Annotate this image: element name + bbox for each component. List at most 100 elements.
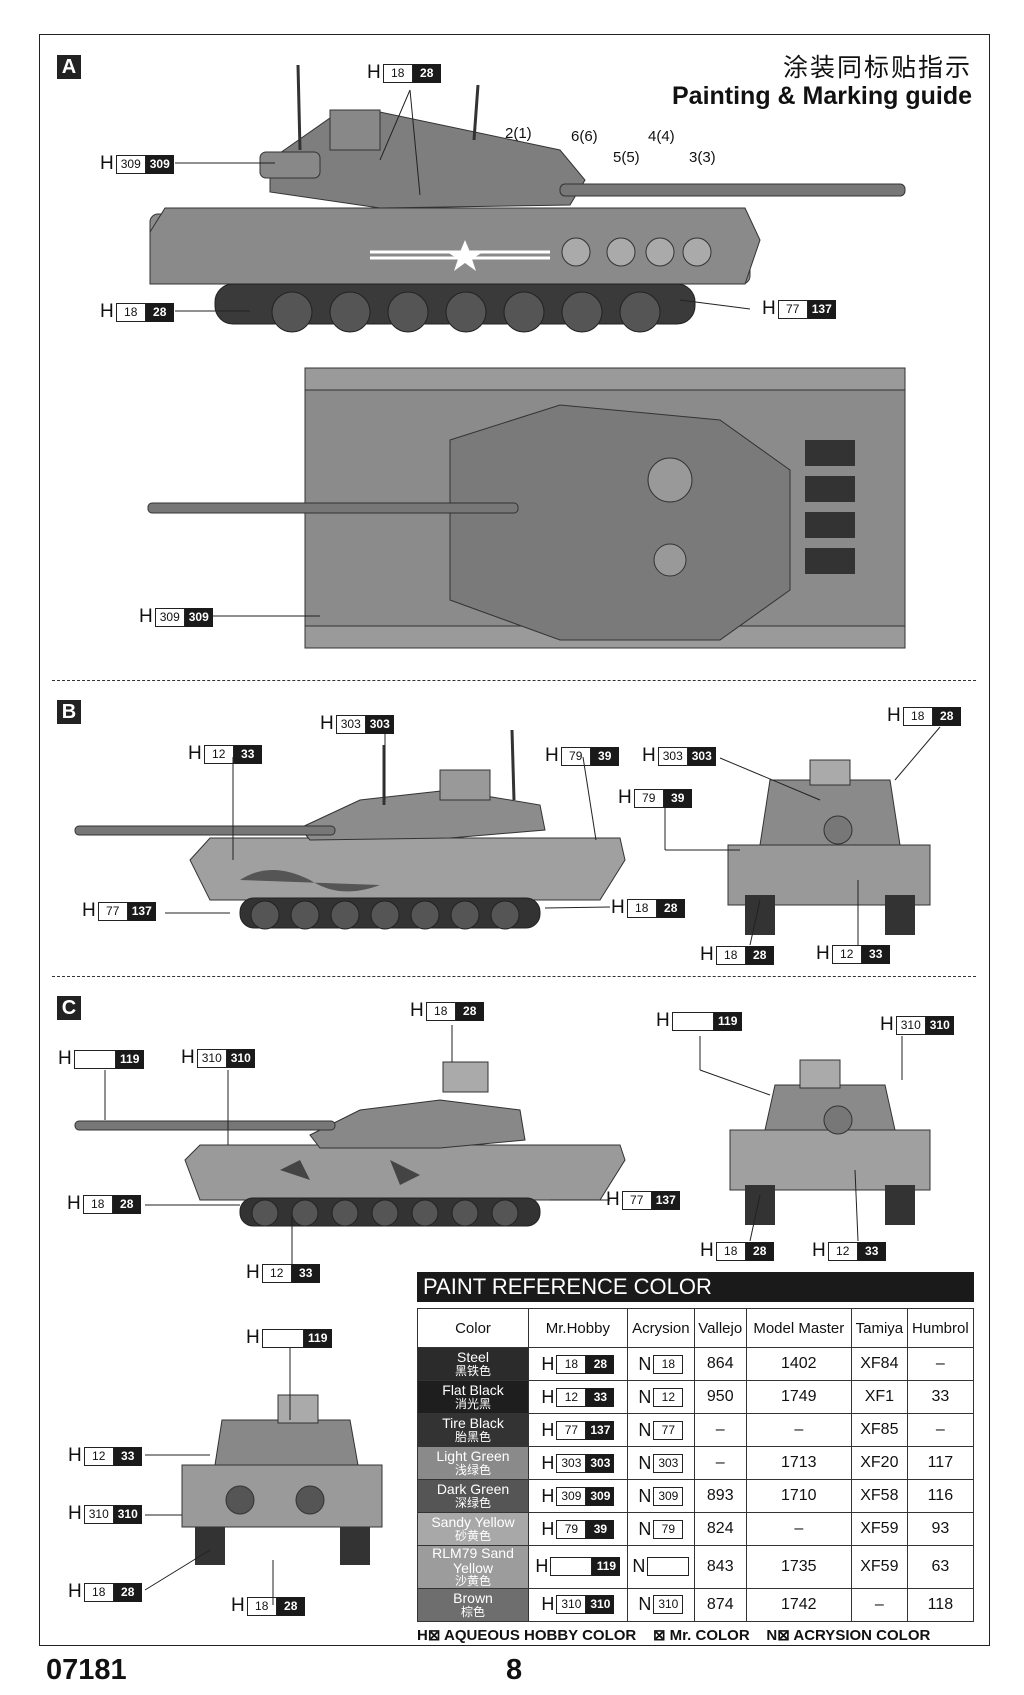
n-code: 303 [653,1453,684,1473]
humbrol-cell: – [906,1347,975,1381]
humbrol-cell: – [906,1413,975,1447]
n-prefix: N [638,1485,652,1506]
vallejo-cell: – [693,1446,747,1480]
color-name-en: Brown [453,1590,493,1607]
humbrol-cell: 116 [906,1479,975,1513]
marking-4-4: 4(4) [648,128,675,145]
n-prefix: N [638,1452,652,1473]
acrysion-cell: N [626,1545,695,1589]
marking-6-6: 6(6) [571,128,598,145]
n-code: 18 [653,1354,684,1374]
h-code-dark: 33 [586,1387,615,1407]
tamiya-cell: XF59 [851,1512,908,1546]
mm-cell: 1749 [745,1380,853,1414]
paint-reference-title: PAINT REFERENCE COLOR [417,1272,974,1302]
h-prefix: H [541,1485,555,1506]
n-code: 12 [653,1387,684,1407]
vallejo-cell: 950 [693,1380,747,1414]
mm-cell: 1402 [745,1347,853,1381]
tamiya-cell: – [851,1587,908,1622]
product-code: 07181 [46,1654,127,1686]
vallejo-cell: 864 [693,1347,747,1381]
n-code [647,1557,690,1577]
color-name-en: Flat Black [442,1382,504,1399]
header-cell: Acrysion [626,1308,695,1348]
marking-2-1: 2(1) [505,125,532,142]
legend-mr-color: ⊠ Mr. COLOR [652,1627,750,1644]
color-name-cn: 黑铁色 [454,1364,491,1379]
header-cell: Model Master [745,1308,853,1348]
divider-bc [52,976,976,977]
title-english: Painting & Marking guide [671,82,972,110]
h-code-dark: 137 [586,1420,615,1440]
header-cell: Mr.Hobby [528,1308,628,1348]
page-number: 8 [506,1654,523,1686]
humbrol-cell: 63 [906,1545,975,1589]
color-name-en: Dark Green [436,1481,510,1498]
h-prefix: H [541,1518,555,1539]
n-prefix: N [638,1594,652,1615]
tamiya-cell: XF84 [851,1347,908,1381]
h-code-light: 309 [556,1486,587,1506]
mm-cell: 1735 [745,1545,853,1589]
h-code-dark: 28 [586,1354,615,1374]
humbrol-cell: 118 [906,1587,975,1622]
legend-acrysion: N⊠ ACRYSION COLOR [766,1627,931,1644]
n-prefix: N [638,1419,652,1440]
h-code-light: 12 [556,1387,587,1407]
tamiya-cell: XF85 [851,1413,908,1447]
n-code: 309 [653,1486,684,1506]
header-cell: Vallejo [693,1308,747,1348]
n-code: 79 [653,1519,684,1539]
title-chinese: 涂装同标贴指示 [782,53,972,82]
mm-cell: 1710 [745,1479,853,1513]
section-b-label: B [57,700,81,724]
legend-aqueous: H⊠ AQUEOUS HOBBY COLOR [417,1627,637,1644]
n-prefix: N [638,1386,652,1407]
header-cell: Humbrol [906,1308,975,1348]
h-code-light: 310 [556,1595,587,1615]
color-name-cn: 消光黑 [454,1397,491,1412]
h-prefix: H [541,1353,555,1374]
tamiya-cell: XF20 [851,1446,908,1480]
vallejo-cell: 843 [693,1545,747,1589]
tamiya-cell: XF1 [851,1380,908,1414]
